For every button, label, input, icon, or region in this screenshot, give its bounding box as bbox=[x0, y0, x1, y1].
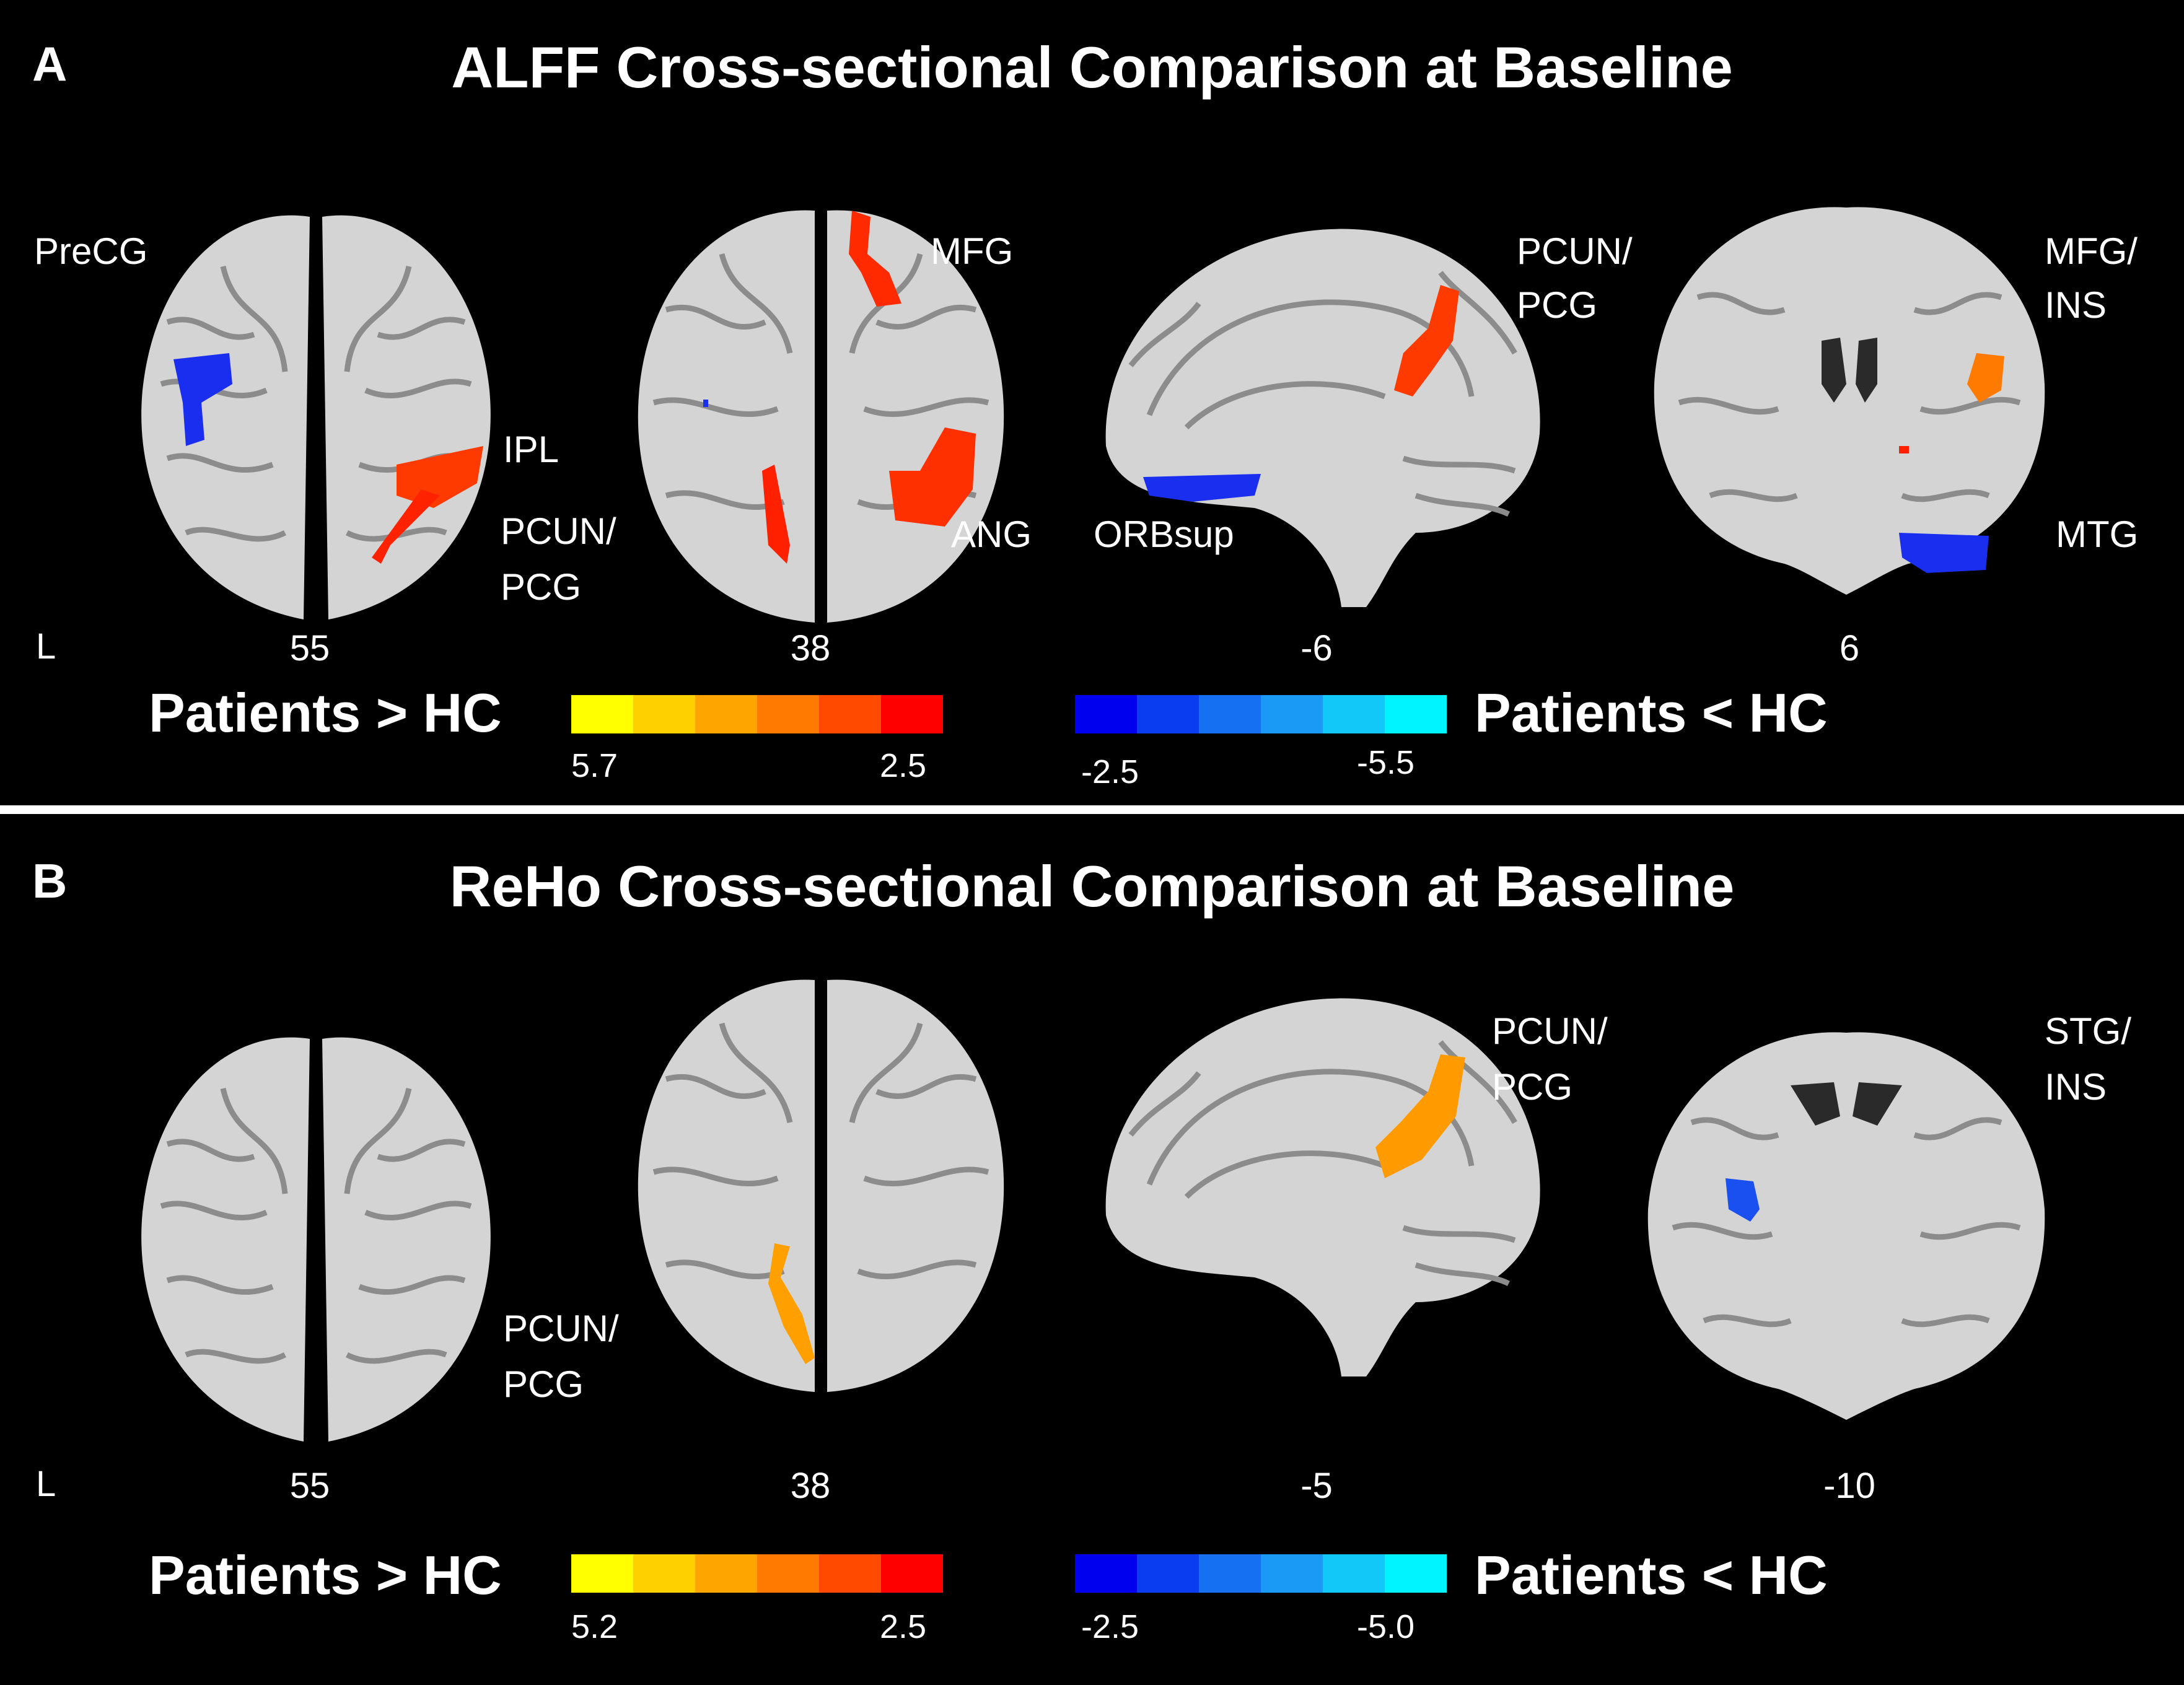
colorbar-pos-min: 2.5 bbox=[880, 1608, 927, 1645]
blob-mtg bbox=[1899, 533, 1989, 573]
blob-mfg-ins bbox=[1967, 353, 2004, 403]
panel-letter: B bbox=[32, 854, 68, 908]
colorbar-pos bbox=[571, 1554, 943, 1593]
orientation-mark: L bbox=[36, 626, 56, 667]
brain-sagittal-slice-neg5 bbox=[1105, 998, 1540, 1376]
slice-number: 6 bbox=[1839, 628, 1860, 668]
region-label-pcun-line2: PCG bbox=[1517, 284, 1598, 326]
region-label-stg-ins-line2: INS bbox=[2045, 1066, 2107, 1108]
region-label-precg: PreCG bbox=[34, 230, 148, 272]
slice-number: 38 bbox=[790, 628, 831, 668]
blob-orbsup bbox=[1143, 474, 1261, 502]
region-label-pcun-line1: PCUN/ bbox=[1492, 1010, 1608, 1052]
colorbar-pos-label: Patients > HC bbox=[149, 682, 502, 743]
brain-axial-slice-55 bbox=[141, 1037, 491, 1442]
brain-axial-slice-38 bbox=[638, 979, 1004, 1392]
panel-letter: A bbox=[32, 37, 68, 91]
colorbar-neg bbox=[1075, 1554, 1447, 1593]
region-label-pcun-line1: PCUN/ bbox=[503, 1308, 619, 1349]
colorbar-neg-min: -2.5 bbox=[1081, 1608, 1139, 1645]
region-label-mtg: MTG bbox=[2056, 514, 2139, 555]
brain-image bbox=[1647, 1032, 2045, 1420]
colorbar-neg bbox=[1075, 695, 1447, 733]
blob-ipl bbox=[397, 446, 483, 508]
region-label-stg-ins-line1: STG/ bbox=[2045, 1010, 2132, 1052]
panel-a: A ALFF Cross-sectional Comparison at Bas… bbox=[0, 0, 2184, 805]
colorbar-neg-label: Patients < HC bbox=[1475, 1544, 1828, 1606]
colorbar-neg-max: -5.5 bbox=[1357, 744, 1415, 781]
colorbar-pos-max: 5.7 bbox=[571, 747, 618, 784]
region-label-mfg: MFG bbox=[931, 230, 1014, 272]
region-label-orbsup: ORBsup bbox=[1094, 514, 1234, 555]
panel-title: ALFF Cross-sectional Comparison at Basel… bbox=[451, 35, 1733, 100]
brain-axial-slice-55 bbox=[141, 215, 491, 619]
colorbar-neg-min: -2.5 bbox=[1081, 753, 1139, 790]
region-label-pcun-line2: PCG bbox=[503, 1363, 584, 1405]
slice-number: 55 bbox=[289, 1466, 330, 1506]
panel-b: B ReHo Cross-sectional Comparison at Bas… bbox=[0, 822, 2184, 1685]
blob-precg bbox=[173, 353, 232, 446]
brain-image bbox=[141, 1037, 491, 1442]
region-label-ipl: IPL bbox=[503, 429, 559, 470]
blob-pcun bbox=[762, 465, 790, 564]
brain-coronal-slice-neg10 bbox=[1647, 1032, 2045, 1420]
slice-number: -5 bbox=[1300, 1466, 1333, 1506]
blob-stg-ins bbox=[1726, 1178, 1760, 1222]
slice-number: -10 bbox=[1823, 1466, 1875, 1506]
region-label-pcun-line1: PCUN/ bbox=[501, 510, 616, 552]
colorbar-pos bbox=[571, 695, 943, 733]
colorbar-neg-label: Patients < HC bbox=[1475, 682, 1828, 743]
blob-mfg bbox=[849, 211, 901, 307]
brain-coronal-slice-6 bbox=[1654, 207, 2045, 595]
colorbar-pos-label: Patients > HC bbox=[149, 1544, 502, 1606]
blob-small-pos bbox=[1899, 446, 1909, 453]
region-label-mfg-ins-line2: INS bbox=[2045, 284, 2107, 326]
slice-number: -6 bbox=[1300, 628, 1333, 668]
region-label-pcun-line2: PCG bbox=[501, 566, 582, 608]
colorbar-pos-min: 2.5 bbox=[880, 747, 927, 784]
panel-divider bbox=[0, 805, 2184, 814]
blob-pcun bbox=[768, 1243, 815, 1364]
brain-image bbox=[1654, 207, 2045, 595]
colorbar-neg-max: -5.0 bbox=[1357, 1608, 1415, 1645]
colorbar-pos-max: 5.2 bbox=[571, 1608, 618, 1645]
brain-image bbox=[1105, 998, 1540, 1376]
brain-sagittal-slice-neg6 bbox=[1105, 229, 1540, 608]
slice-number: 38 bbox=[790, 1466, 831, 1506]
region-label-ang: ANG bbox=[951, 514, 1032, 555]
blob-small-neg bbox=[703, 400, 708, 407]
orientation-mark: L bbox=[36, 1464, 56, 1504]
blob-ang bbox=[889, 427, 976, 527]
blob-pcun bbox=[1394, 285, 1459, 396]
brain-axial-slice-38 bbox=[638, 210, 1004, 623]
region-label-mfg-ins-line1: MFG/ bbox=[2045, 230, 2138, 272]
blob-pcun bbox=[372, 489, 440, 564]
blob-pcun bbox=[1375, 1054, 1465, 1178]
region-label-pcun-line2: PCG bbox=[1492, 1066, 1573, 1108]
region-label-pcun-line1: PCUN/ bbox=[1517, 230, 1633, 272]
brain-image bbox=[638, 979, 1004, 1392]
slice-number: 55 bbox=[289, 628, 330, 668]
panel-title: ReHo Cross-sectional Comparison at Basel… bbox=[449, 854, 1735, 919]
